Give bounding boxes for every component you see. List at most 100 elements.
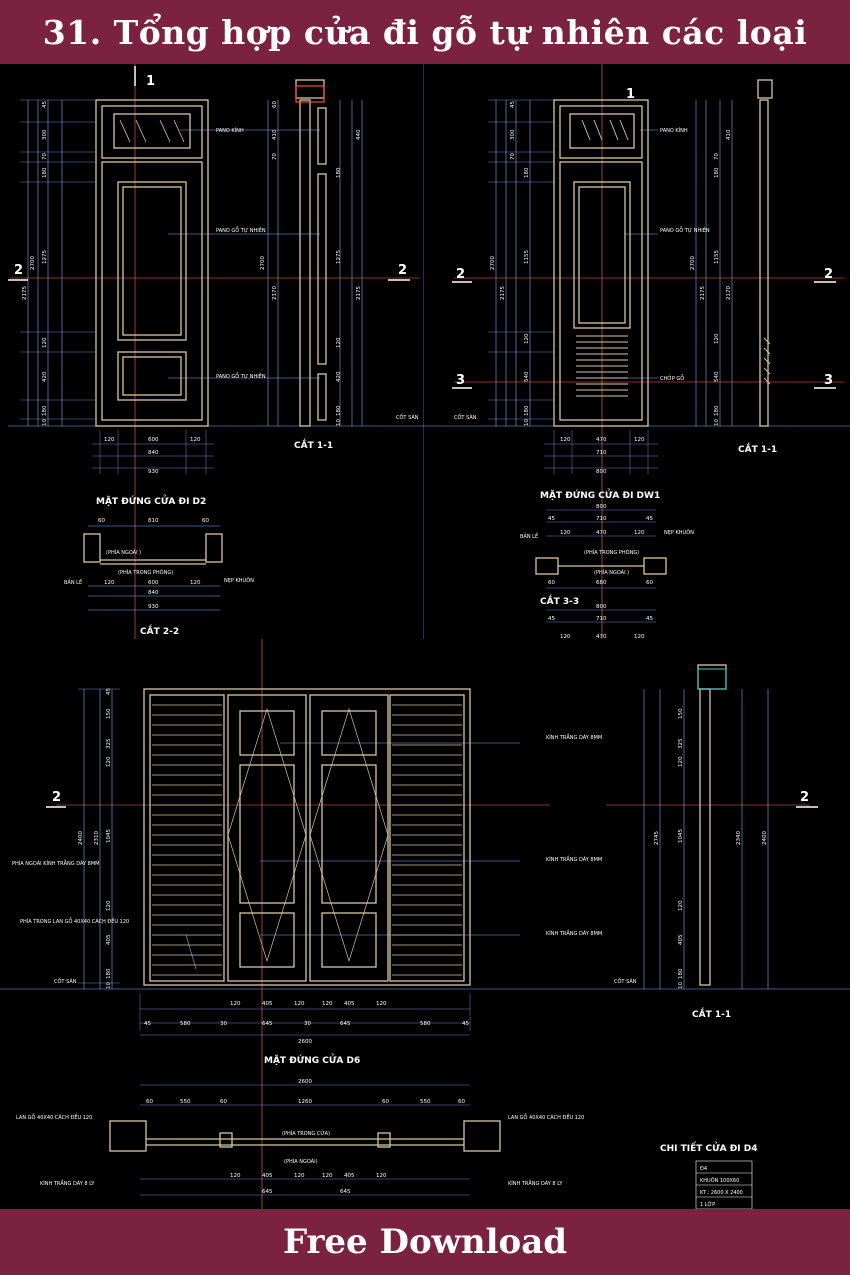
- dim-v-10: 2175: [22, 286, 28, 300]
- dw1-dim-v-1: 300: [510, 129, 516, 140]
- dw1-floor-level: CỐT SÀN: [454, 413, 477, 421]
- cad-dw1-svg: 1 2 2 3 3 PANO KÍNH PANO GỖ TỰ NHIÊN CHỚ…: [424, 64, 850, 639]
- dw1-dim-sec-4: 120: [714, 333, 720, 344]
- d2-elevation-title: MẶT ĐỨNG CỬA ĐI D2: [96, 494, 206, 507]
- d6-dim-v-0: 45: [106, 688, 112, 695]
- d6-inside-label: PHÍA TRONG LAN GỖ 40X40 CÁCH ĐỀU 120: [20, 917, 129, 925]
- dim-sec-6: 120: [336, 337, 342, 348]
- cad-d2-svg: 1 2 2 PANO KÍNH PANO GỖ TỰ NHIÊN PANO GỖ…: [8, 64, 424, 639]
- dw1-dim-v-3: 180: [524, 167, 530, 178]
- dw1-dim-plan-4: 120: [560, 530, 571, 536]
- dim-sec-0: 60: [272, 101, 278, 108]
- download-label: Free Download: [282, 1222, 568, 1262]
- dw1-dim-plan-13: 45: [646, 616, 653, 622]
- d6-dim-b1-2: 120: [294, 1001, 305, 1007]
- dim-h-3: 840: [148, 450, 159, 456]
- d6-dim-sec-7: 10: [678, 982, 684, 989]
- dim-sec-11: 2170: [272, 286, 278, 300]
- dw1-dim-h-3: 710: [596, 450, 607, 456]
- plan-outside: (PHÍA NGOÀI ): [106, 549, 141, 556]
- drawing-dw1: 1 2 2 3 3 PANO KÍNH PANO GỖ TỰ NHIÊN CHỚ…: [424, 64, 850, 639]
- d6-dim-plan-2: 550: [180, 1099, 191, 1105]
- dim-h-4: 930: [148, 469, 159, 475]
- d6-plan-glass-right: KÍNH TRẮNG DÀY 8 LY: [508, 1179, 563, 1187]
- d6-floor-left: CỐT SÀN: [54, 977, 77, 985]
- d6-dim-sec-5: 405: [678, 934, 684, 945]
- page-title-text: 31. Tổng hợp cửa đi gỗ tự nhiên các loại: [42, 12, 808, 52]
- d6-floor-right: CỐT SÀN: [614, 977, 637, 985]
- dw1-dim-sec-6: 180: [714, 405, 720, 416]
- d6-marker-2-left: 2: [52, 790, 61, 805]
- d6-dim-b2-7: 45: [462, 1021, 469, 1027]
- label-glass: PANO KÍNH: [216, 127, 244, 134]
- d6-dim-plan-11: 120: [322, 1173, 333, 1179]
- dw1-dim-sec-8: 2700: [690, 256, 696, 270]
- d6-dim-b2-2: 30: [220, 1021, 227, 1027]
- dw1-dim-h-4: 800: [596, 469, 607, 475]
- d6-dim-plan-3: 60: [220, 1099, 227, 1105]
- dim-plan-3: 120: [104, 580, 115, 586]
- d6-dim-b1-4: 405: [344, 1001, 355, 1007]
- trim-label: NẸP KHUÔN: [224, 577, 254, 584]
- d6-dim-plan-4: 1260: [298, 1099, 312, 1105]
- d6-dim-b2-6: 580: [420, 1021, 431, 1027]
- d6-dim-v-2: 325: [106, 738, 112, 749]
- dim-plan-7: 930: [148, 604, 159, 610]
- d6-dim-v-9: 2400: [78, 831, 84, 845]
- dw1-marker-2-right: 2: [824, 267, 833, 282]
- detail-table-cell: KHUÔN 100X60: [700, 1177, 739, 1184]
- d6-dim-sec-6: 180: [678, 968, 684, 979]
- d6-outside-label: PHÍA NGOÀI KÍNH TRẮNG DÀY 8MM: [12, 859, 99, 867]
- dw1-dim-plan-7: 60: [548, 580, 555, 586]
- detail-table-cell: 1 LỚP: [700, 1201, 715, 1208]
- dw1-label-wood: PANO GỖ TỰ NHIÊN: [660, 226, 710, 234]
- dw1-dim-v-0: 45: [510, 101, 516, 108]
- dim-v-3: 180: [42, 167, 48, 178]
- d6-plan-outside: (PHÍA NGOÀI): [284, 1158, 318, 1165]
- d6-dim-b2-1: 580: [180, 1021, 191, 1027]
- dim-plan-1: 810: [148, 518, 159, 524]
- d6-dim-plan-1: 60: [146, 1099, 153, 1105]
- d6-section-title: CẮT 1-1: [692, 1007, 731, 1020]
- d6-dim-sec-9: 2340: [736, 831, 742, 845]
- drawing-d6: 2 2 KÍNH TRẮNG DÀY 8MM KÍNH TRẮNG DÀY 8M…: [0, 639, 850, 1209]
- dw1-dim-plan-10: 800: [596, 604, 607, 610]
- label-wood: PANO GỖ TỰ NHIÊN: [216, 226, 266, 234]
- dw1-dim-h-0: 120: [560, 437, 571, 443]
- dim-sec-8: 180: [336, 405, 342, 416]
- detail-table-cell: Đ4: [700, 1166, 707, 1172]
- d6-dim-v-3: 120: [106, 756, 112, 767]
- dim-v-7: 180: [42, 405, 48, 416]
- d6-glass-2: KÍNH TRẮNG DÀY 8MM: [546, 855, 602, 863]
- d2-section-title: CẮT 1-1: [294, 438, 333, 451]
- dw1-dim-plan-16: 120: [634, 634, 645, 639]
- dim-sec-10: 2700: [260, 256, 266, 270]
- d6-dim-b2-0: 45: [144, 1021, 151, 1027]
- d6-dim-b1-3: 120: [322, 1001, 333, 1007]
- d6-dim-sec-4: 120: [678, 900, 684, 911]
- dim-sec-7: 420: [336, 371, 342, 382]
- dw1-dim-plan-6: 120: [634, 530, 645, 536]
- d6-plan-glass-left: KÍNH TRẮNG DÀY 8 LY: [40, 1179, 95, 1187]
- dim-plan-5: 120: [190, 580, 201, 586]
- floor-level: CỐT SÀN: [396, 413, 419, 421]
- detail-table: Đ4 KHUÔN 100X60 KT : 2600 X 2400 1 LỚP: [695, 1160, 753, 1209]
- d6-dim-v-4: 1045: [106, 829, 112, 843]
- detail-table-cell: KT : 2600 X 2400: [700, 1190, 743, 1196]
- d6-dim-v-7: 180: [106, 968, 112, 979]
- d6-dim-sec-1: 325: [678, 738, 684, 749]
- dim-h-0: 120: [104, 437, 115, 443]
- d6-dim-b2-4: 30: [304, 1021, 311, 1027]
- dw1-marker-3-right: 3: [824, 373, 833, 388]
- download-banner[interactable]: Free Download: [0, 1209, 850, 1275]
- marker-1: 1: [146, 74, 155, 89]
- d6-dim-b1-5: 120: [376, 1001, 387, 1007]
- d2-plan-title: CẮT 2-2: [140, 624, 179, 637]
- dw1-dim-sec-9: 2175: [700, 286, 706, 300]
- dim-v-6: 420: [42, 371, 48, 382]
- dim-sec-5: 1275: [336, 250, 342, 264]
- d6-glass-1: KÍNH TRẮNG DÀY 8MM: [546, 733, 602, 741]
- hinge-label: BẢN LỀ: [64, 578, 82, 586]
- label-wood-2: PANO GỖ TỰ NHIÊN: [216, 372, 266, 380]
- dw1-plan-inside: (PHÍA TRONG PHÒNG): [584, 549, 639, 556]
